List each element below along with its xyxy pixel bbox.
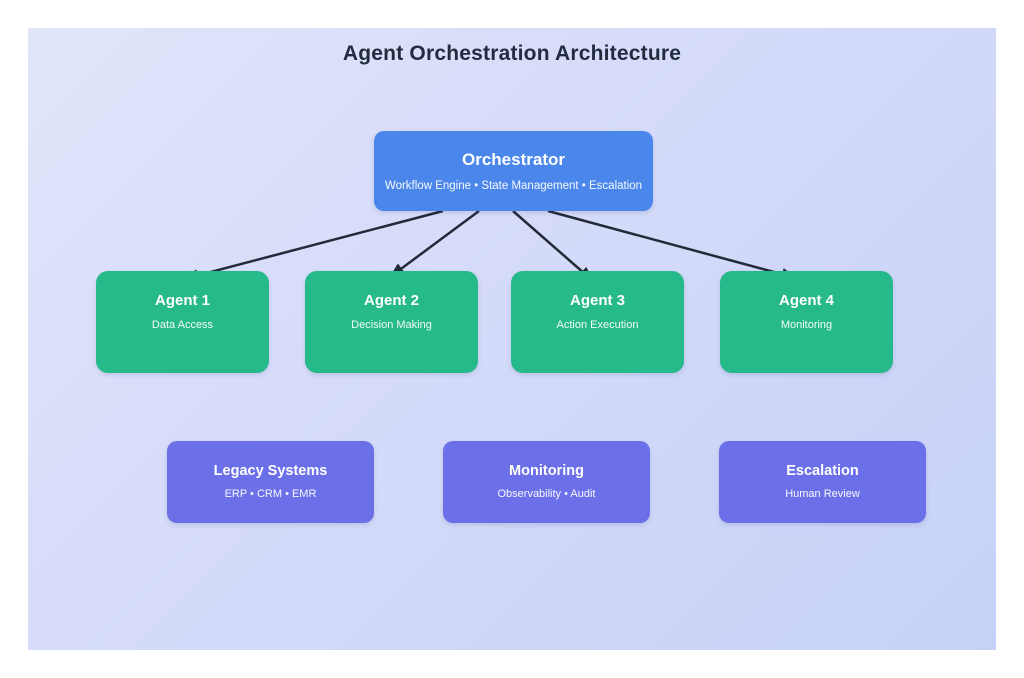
system-node-legacy-systems-title: Legacy Systems [213, 463, 328, 479]
system-node-escalation-title: Escalation [786, 463, 859, 479]
agent-node-2: Agent 2 Decision Making [305, 271, 478, 373]
agent-node-3-subtitle: Action Execution [556, 319, 639, 331]
system-node-legacy-systems-subtitle: ERP • CRM • EMR [224, 488, 317, 500]
agent-node-3: Agent 3 Action Execution [511, 271, 684, 373]
diagram-title: Agent Orchestration Architecture [342, 42, 682, 65]
arrow-orchestrator-to-agent-4 [547, 209, 797, 281]
agent-node-4: Agent 4 Monitoring [720, 271, 893, 373]
orchestrator-node: Orchestrator Workflow Engine • State Man… [374, 131, 653, 211]
agent-node-2-title: Agent 2 [363, 292, 419, 309]
orchestrator-node-subtitle: Workflow Engine • State Management • Esc… [384, 180, 643, 192]
system-node-monitoring: Monitoring Observability • Audit [443, 441, 650, 523]
system-node-escalation-subtitle: Human Review [785, 488, 860, 500]
agent-node-4-title: Agent 4 [778, 292, 834, 309]
arrow-orchestrator-to-agent-2 [389, 209, 480, 279]
agent-node-1-title: Agent 1 [154, 292, 210, 309]
orchestrator-node-title: Orchestrator [462, 150, 565, 169]
system-node-legacy-systems: Legacy Systems ERP • CRM • EMR [167, 441, 374, 523]
agent-node-3-title: Agent 3 [569, 292, 625, 309]
arrow-orchestrator-to-agent-1 [183, 209, 444, 282]
agent-node-1: Agent 1 Data Access [96, 271, 269, 373]
agent-node-2-subtitle: Decision Making [351, 319, 432, 331]
system-node-monitoring-title: Monitoring [509, 463, 584, 479]
diagram-canvas: Agent Orchestration Architecture Orchest… [28, 28, 996, 650]
system-node-escalation: Escalation Human Review [719, 441, 926, 523]
agent-node-4-subtitle: Monitoring [780, 319, 833, 331]
system-node-monitoring-subtitle: Observability • Audit [497, 488, 596, 500]
agent-node-1-subtitle: Data Access [151, 319, 214, 331]
